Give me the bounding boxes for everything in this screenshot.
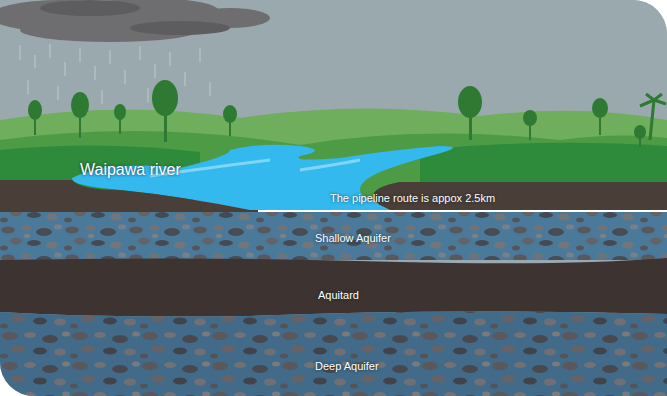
layer-label: Aquitard <box>318 289 359 301</box>
aquifer-band: Deep Aquifer <box>0 316 667 396</box>
pipeline-note: The pipeline route is appox 2.5km <box>330 192 495 204</box>
aquifer-band: Shallow Aquifer <box>0 212 667 260</box>
aquifer-band: Aquitard <box>0 262 667 312</box>
river-name: Waipawa river <box>80 161 181 179</box>
layer-label: Deep Aquifer <box>315 360 379 372</box>
layer-label: Shallow Aquifer <box>315 232 391 244</box>
